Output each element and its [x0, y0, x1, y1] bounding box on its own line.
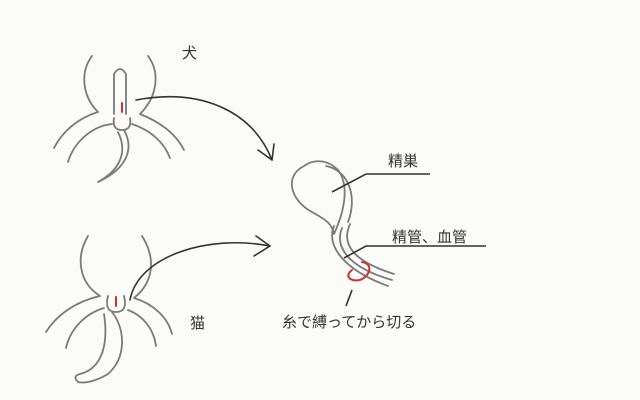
ligature-thread: [347, 261, 371, 282]
dog-left-leg-outline: [53, 55, 99, 149]
testis-outline: [290, 160, 346, 235]
label-vessels: 精管、血管: [392, 228, 468, 246]
spermatic-cord-line-3: [346, 223, 395, 275]
cat-left-leg-outline: [45, 235, 101, 333]
spermatic-cord-line-2: [339, 227, 393, 281]
arrow-cat-to-detail-head: [253, 235, 271, 257]
testis-detail: [290, 160, 395, 287]
dog-illustration: [53, 55, 185, 183]
epididymis-outline: [325, 165, 353, 223]
leader-vessels: [343, 245, 486, 259]
dog-right-leg-outline: [139, 55, 185, 151]
arrow-dog-to-detail: [135, 96, 273, 161]
label-cat: 猫: [190, 314, 206, 332]
dog-scrotum: [112, 117, 132, 131]
spermatic-cord-line-1: [331, 225, 389, 287]
cat-left-leg-inner: [65, 307, 105, 349]
leader-tie-note: [345, 289, 353, 307]
cat-illustration: [45, 235, 173, 384]
dog-right-leg-inner: [131, 123, 171, 159]
dog-prepuce: [113, 68, 127, 115]
leader-testis: [331, 173, 430, 193]
cat-scrotum: [106, 295, 126, 313]
dog-left-leg-inner: [67, 123, 113, 163]
cat-right-leg-inner: [127, 309, 157, 347]
cat-tail: [74, 311, 123, 384]
arrow-cat-to-detail: [129, 242, 271, 301]
arrow-dog-to-detail-head: [257, 143, 275, 161]
dog-tail: [97, 129, 130, 183]
label-tie-note: 糸で縛ってから切る: [282, 313, 417, 331]
cat-right-leg-outline: [133, 235, 173, 335]
label-dog: 犬: [182, 44, 198, 62]
label-testis: 精巣: [388, 152, 419, 170]
